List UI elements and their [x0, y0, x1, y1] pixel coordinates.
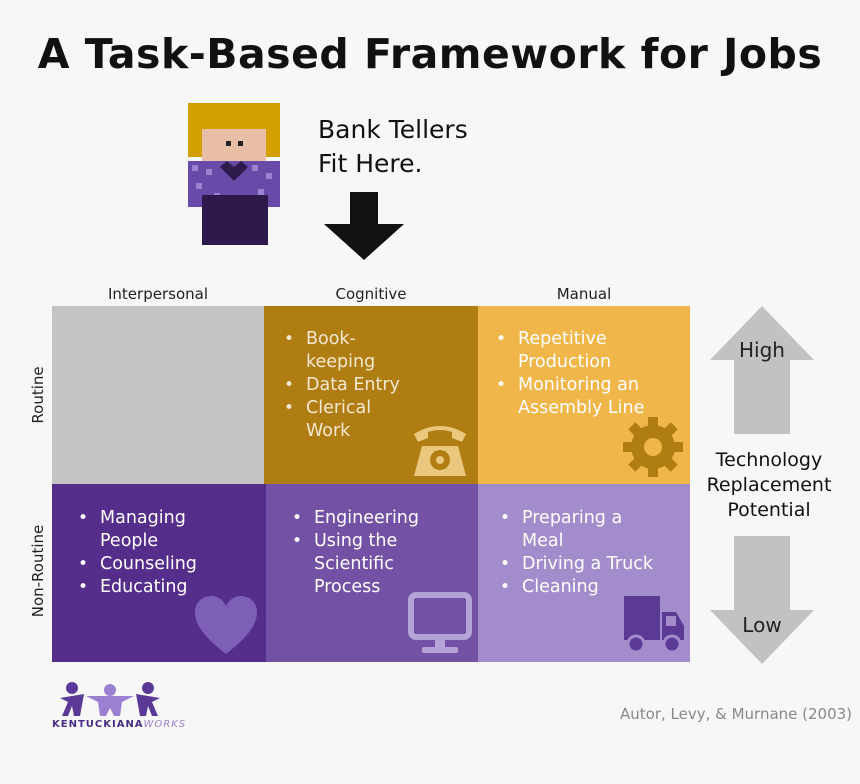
- technology-replacement-label: Technology Replacement Potential: [706, 449, 832, 521]
- bank-tellers-callout: Bank Tellers Fit Here.: [318, 113, 468, 181]
- list-item: Educating: [72, 576, 266, 599]
- gear-icon: [623, 417, 683, 477]
- list-item: Cleaning: [494, 576, 690, 599]
- low-label: Low: [742, 613, 782, 637]
- list-item: Data Entry: [278, 374, 478, 397]
- list-item: Counseling: [72, 553, 266, 576]
- callout-line1: Bank Tellers: [318, 115, 468, 144]
- row-header-routine: Routine: [29, 366, 47, 424]
- citation: Autor, Levy, & Murnane (2003): [620, 705, 853, 723]
- page-title: A Task-Based Framework for Jobs: [37, 30, 823, 78]
- cell-routine-interpersonal: [52, 306, 264, 484]
- logo-wordmark: KENTUCKIANAWORKS: [52, 719, 187, 730]
- arrow-down-gray-icon: [710, 536, 814, 664]
- list-item: Engineering: [286, 507, 478, 530]
- arrow-up-icon: [710, 306, 814, 434]
- column-header-cognitive: Cognitive: [335, 285, 407, 303]
- list-item: Book-keeping: [278, 328, 478, 374]
- row-header-nonroutine: Non-Routine: [29, 524, 47, 618]
- arrow-down-icon: [324, 192, 404, 260]
- people-logo-icon: [60, 682, 160, 716]
- monitor-icon: [408, 592, 472, 653]
- heart-icon: [195, 596, 257, 654]
- high-label: High: [739, 338, 785, 362]
- column-header-interpersonal: Interpersonal: [108, 285, 208, 303]
- telephone-icon: [414, 426, 466, 476]
- list-item: Driving a Truck: [494, 553, 690, 576]
- pixel-person-icon: [188, 103, 280, 245]
- callout-line2: Fit Here.: [318, 149, 423, 178]
- truck-icon: [624, 596, 684, 654]
- column-header-manual: Manual: [556, 285, 612, 303]
